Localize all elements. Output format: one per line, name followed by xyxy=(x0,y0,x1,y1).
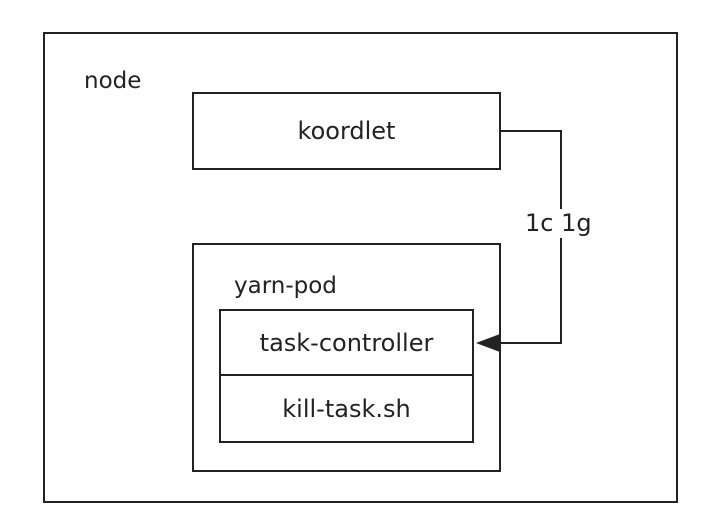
kill-task-box: kill-task.sh xyxy=(219,374,474,443)
koordlet-label: koordlet xyxy=(297,117,396,145)
koordlet-box: koordlet xyxy=(192,92,501,170)
arrowhead-icon xyxy=(476,334,500,352)
task-controller-label: task-controller xyxy=(259,328,434,357)
yarn-pod-label: yarn-pod xyxy=(234,273,337,299)
node-label: node xyxy=(84,68,142,94)
edge-label: 1c 1g xyxy=(522,209,595,238)
kill-task-label: kill-task.sh xyxy=(282,394,411,423)
